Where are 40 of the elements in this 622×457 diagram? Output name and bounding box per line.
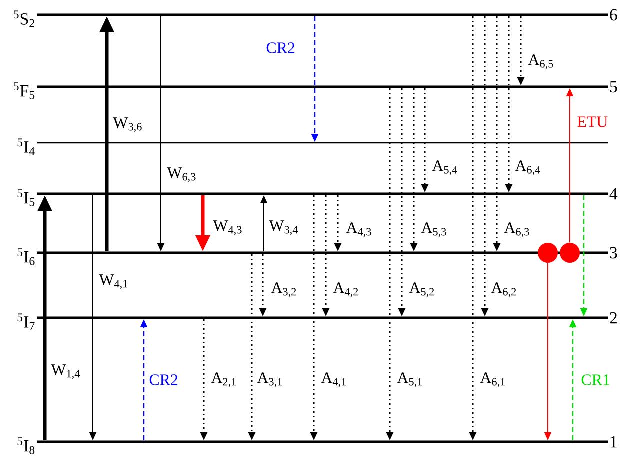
level-label: $^{5}$I$_{6}$ <box>18 248 35 266</box>
edge-label: ETU <box>576 116 610 128</box>
edge-label: A$_{4,2}$ <box>332 282 360 298</box>
level-number: 1 <box>610 436 617 448</box>
edge-label: A$_{6,1}$ <box>479 372 508 388</box>
dot <box>560 243 580 263</box>
level-number: 5 <box>610 81 618 93</box>
edge-label: A$_{3,1}$ <box>256 372 284 388</box>
edge-label: A$_{6,5}$ <box>527 54 556 70</box>
edge-label: A$_{4,1}$ <box>320 372 348 388</box>
edge-label: A$_{6,3}$ <box>503 222 532 238</box>
edge-label: CR2 <box>148 374 180 386</box>
edge-label: W$_{3,6}$ <box>112 116 144 134</box>
edge-label: A$_{5,4}$ <box>431 160 460 176</box>
edge-label: A$_{3,2}$ <box>270 282 298 298</box>
edge-label: A$_{5,1}$ <box>396 372 424 388</box>
edge-label: A$_{4,3}$ <box>345 222 374 238</box>
edge-label: W$_{4,3}$ <box>212 220 244 236</box>
edge-label: W$_{3,4}$ <box>268 220 300 236</box>
level-number: 6 <box>610 9 618 21</box>
edge-label: A$_{6,2}$ <box>490 282 518 298</box>
level-label: $^{5}$I$_{5}$ <box>18 190 35 206</box>
edge-label: A$_{2,1}$ <box>210 372 238 388</box>
level-number: 4 <box>610 188 618 200</box>
edge-label: W$_{6,3}$ <box>166 166 198 184</box>
level-number: 2 <box>610 312 617 324</box>
level-label: $^{5}$F$_{5}$ <box>14 82 35 100</box>
level-label: $^{5}$S$_{2}$ <box>14 10 34 28</box>
edge-label: A$_{5,2}$ <box>408 282 436 298</box>
edge-label: A$_{5,3}$ <box>420 222 448 238</box>
level-label: $^{5}$I$_{7}$ <box>18 314 35 330</box>
level-number: 3 <box>610 247 618 259</box>
edge-label: W$_{1,4}$ <box>50 364 82 380</box>
edge-label: CR1 <box>580 374 612 386</box>
edge-label: CR2 <box>265 42 296 54</box>
level-label: $^{5}$I$_{4}$ <box>18 138 35 156</box>
edge-label: W$_{4,1}$ <box>98 274 130 290</box>
dot <box>538 243 558 263</box>
edge-label: A$_{6,4}$ <box>514 160 542 176</box>
level-label: $^{5}$I$_{8}$ <box>18 438 35 454</box>
